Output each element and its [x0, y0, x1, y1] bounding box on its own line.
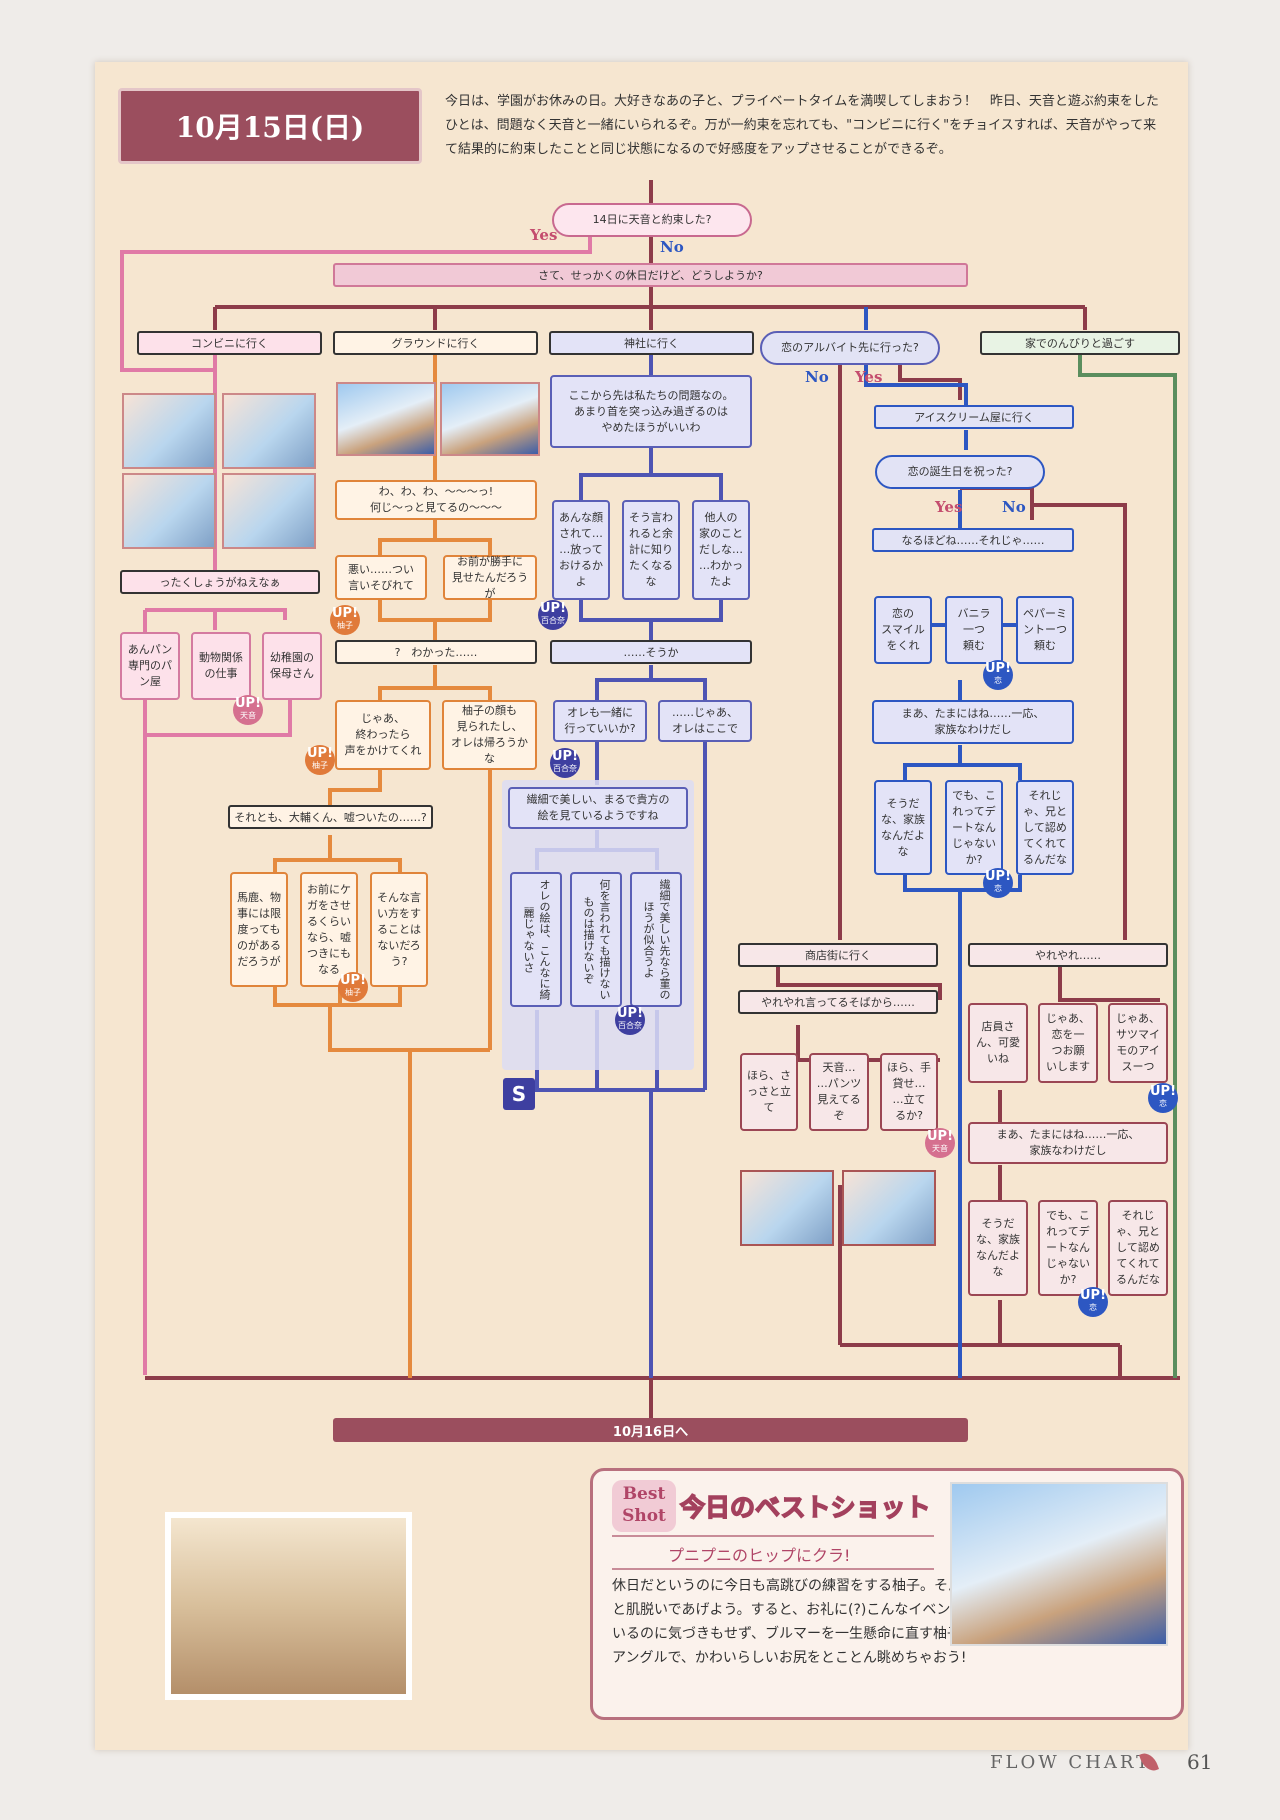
up-badge-ren-2: UP!恋 — [983, 868, 1013, 898]
choice-ren-question: 恋のアルバイト先に行った? — [760, 331, 940, 365]
shrine-option-4[interactable]: オレも一緒に 行っていいか? — [553, 700, 647, 742]
bestshot-image — [950, 1482, 1168, 1646]
shrine-node-3: 繊細で美しい、まるで貴方の 絵を見ているようですね — [508, 787, 688, 829]
yes-label-3: Yes — [935, 498, 963, 516]
konbini-thumb-1 — [122, 393, 216, 469]
shrine-option-7[interactable]: 何を言われても描けないものは描けないぞ — [570, 872, 622, 1007]
ren-no2-option-5[interactable]: でも、こ れってデ ートなん じゃない か? — [1038, 1200, 1098, 1296]
ren-option-2[interactable]: バニラ 一つ 頼む — [945, 596, 1003, 664]
choice-ground: グラウンドに行く — [333, 331, 538, 355]
ren-no2-option-3[interactable]: じゃあ、 サツマイ モのアイ スーつ — [1108, 1003, 1168, 1083]
footer-label: FLOW CHART — [990, 1752, 1152, 1773]
ren-node-2: まあ、たまにはね……一応、 家族なわけだし — [872, 700, 1074, 744]
konbini-thumb-4 — [222, 473, 316, 549]
yes-label-1: Yes — [530, 226, 558, 244]
bestshot-divider — [612, 1535, 934, 1537]
ren-option-3[interactable]: ペパーミ ントーつ 頼む — [1016, 596, 1074, 664]
up-badge-yuzu-3: UP!柚子 — [338, 972, 368, 1002]
bestshot-divider-2 — [612, 1568, 934, 1570]
ground-thumb-2 — [440, 382, 540, 456]
ren-no2-node-2: まあ、たまにはね……一応、 家族なわけだし — [968, 1122, 1168, 1164]
shrine-node-2: ……そうか — [550, 640, 752, 664]
main-question: さて、せっかくの休日だけど、どうしようか? — [333, 263, 968, 287]
up-badge-yuri-2: UP!百合奈 — [550, 748, 580, 778]
ground-option-3[interactable]: じゃあ、 終わったら 声をかけてくれ — [335, 700, 431, 770]
ren-thumb-1 — [740, 1170, 834, 1246]
ground-option-6[interactable]: お前にケガをさせるくらいなら、嘘つきにもなる — [300, 872, 358, 987]
konbini-option-1[interactable]: あんパン専門のパン屋 — [120, 632, 180, 700]
up-badge-amane-1: UP!天音 — [233, 695, 263, 725]
bestshot-subtitle: プニプニのヒップにクラ! — [668, 1546, 851, 1565]
konbini-option-3[interactable]: 幼稚園の保母さん — [262, 632, 322, 700]
ren-option-1[interactable]: 恋の スマイル をくれ — [874, 596, 932, 664]
ground-option-1[interactable]: 悪い……つい 言いそびれて — [335, 555, 427, 600]
ground-node-3: それとも、大輔くん、嘘ついたの……? — [228, 805, 433, 829]
date-banner: 10月15日(日) — [118, 88, 422, 164]
ren-no-option-2[interactable]: 天音… …パンツ 見えてる ぞ — [809, 1053, 869, 1131]
up-badge-ren-3: UP!恋 — [1148, 1083, 1178, 1113]
next-day-bar: 10月16日へ — [333, 1418, 968, 1442]
ren-birthday-question: 恋の誕生日を祝った? — [875, 455, 1045, 489]
ground-option-4[interactable]: 柚子の顔も 見られたし、 オレは帰ろうかな — [442, 700, 537, 770]
up-badge-ren-4: UP!恋 — [1078, 1287, 1108, 1317]
up-badge-yuri-3: UP!百合奈 — [615, 1005, 645, 1035]
no-label-3: No — [1002, 498, 1026, 516]
ren-no2-option-6[interactable]: それじ ゃ、兄と して認め てくれて るんだな — [1108, 1200, 1168, 1296]
ground-node-2: ? わかった…… — [335, 640, 537, 664]
ren-no-node: 商店街に行く — [738, 943, 938, 967]
ren-thumb-2 — [842, 1170, 936, 1246]
ground-node-1: わ、わ、わ、〜〜〜っ! 何じ〜っと見てるの〜〜〜 — [335, 480, 537, 520]
shrine-node-1: ここから先は私たちの問題なの。 あまり首を突っ込み過ぎるのは やめたほうがいいわ — [550, 375, 752, 448]
ground-option-2[interactable]: お前が勝手に 見せたんだろうが — [443, 555, 537, 600]
ren-no-option-1[interactable]: ほら、さ っさと立 て — [740, 1053, 798, 1131]
s-mark: S — [503, 1078, 535, 1110]
shrine-option-6[interactable]: オレの絵は、こんなに綺麗じゃないさ — [510, 872, 562, 1007]
ren-option-5[interactable]: でも、こ れってデ ートなん じゃない か? — [945, 780, 1003, 875]
yes-label-2: Yes — [855, 368, 883, 386]
ren-option-6[interactable]: それじ ゃ、兄と して認め てくれて るんだな — [1016, 780, 1074, 875]
bestshot-badge: Best Shot — [612, 1480, 676, 1532]
ren-yes-node: アイスクリーム屋に行く — [874, 405, 1074, 429]
shrine-option-1[interactable]: あんな顔されて… …放って おけるか よ — [552, 500, 610, 600]
intro-text: 今日は、学園がお休みの日。大好きなあの子と、プライベートタイムを満喫してしまおう… — [445, 94, 1159, 157]
ren-no2-option-4[interactable]: そうだ な、家族 なんだよ な — [968, 1200, 1028, 1296]
shrine-option-8[interactable]: 繊細で美しい先なら菫のほうが似合うよ — [630, 872, 682, 1007]
choice-home: 家でのんびりと過ごす — [980, 331, 1180, 355]
ren-no-node-2: やれやれ言ってるそばから…… — [738, 990, 938, 1014]
ren-option-4[interactable]: そうだ な、家族 なんだよ な — [874, 780, 932, 875]
room-photo — [165, 1512, 412, 1700]
bestshot-badge-top: Best — [622, 1484, 666, 1504]
ren-no-option-3[interactable]: ほら、手 貸せ… …立て るか? — [880, 1053, 938, 1131]
konbini-thumb-3 — [122, 473, 216, 549]
up-badge-yuzu-1: UP!柚子 — [330, 605, 360, 635]
shrine-option-3[interactable]: 他人の 家のこと だしな… …わかっ たよ — [692, 500, 750, 600]
ren-no2-option-1[interactable]: 店員さ ん、可愛 いね — [968, 1003, 1028, 1083]
choice-konbini: コンビニに行く — [137, 331, 322, 355]
question-promise: 14日に天音と約束した? — [552, 203, 752, 237]
shrine-option-5[interactable]: ……じゃあ、 オレはここで — [658, 700, 752, 742]
ren-node-1: なるほどね……それじゃ…… — [872, 528, 1074, 552]
ren-no2-node: やれやれ…… — [968, 943, 1168, 967]
ground-thumb-1 — [336, 382, 436, 456]
konbini-thumb-2 — [222, 393, 316, 469]
ground-option-7[interactable]: そんな言い方をすることはないだろう? — [370, 872, 428, 987]
no-label-2: No — [805, 368, 829, 386]
up-badge-ren-1: UP!恋 — [983, 660, 1013, 690]
date-label: 10月15日(日) — [175, 111, 365, 144]
bestshot-title: 今日のベストショット — [679, 1492, 931, 1523]
konbini-line: ったくしょうがねえなぁ — [120, 570, 320, 594]
ren-no2-option-2[interactable]: じゃあ、 恋を一 つお願 いします — [1038, 1003, 1098, 1083]
bestshot-badge-bottom: Shot — [622, 1506, 666, 1526]
page-number: 61 — [1187, 1750, 1213, 1774]
up-badge-yuzu-2: UP!柚子 — [305, 745, 335, 775]
konbini-option-2[interactable]: 動物関係の仕事 — [191, 632, 251, 700]
shrine-option-2[interactable]: そう言わ れると余 計に知り たくなる な — [622, 500, 680, 600]
choice-shrine: 神社に行く — [549, 331, 754, 355]
ground-option-5[interactable]: 馬鹿、物事には限度ってものがあるだろうが — [230, 872, 288, 987]
no-label-1: No — [660, 238, 684, 256]
up-badge-amane-2: UP!天音 — [925, 1128, 955, 1158]
up-badge-yuri-1: UP!百合奈 — [538, 600, 568, 630]
